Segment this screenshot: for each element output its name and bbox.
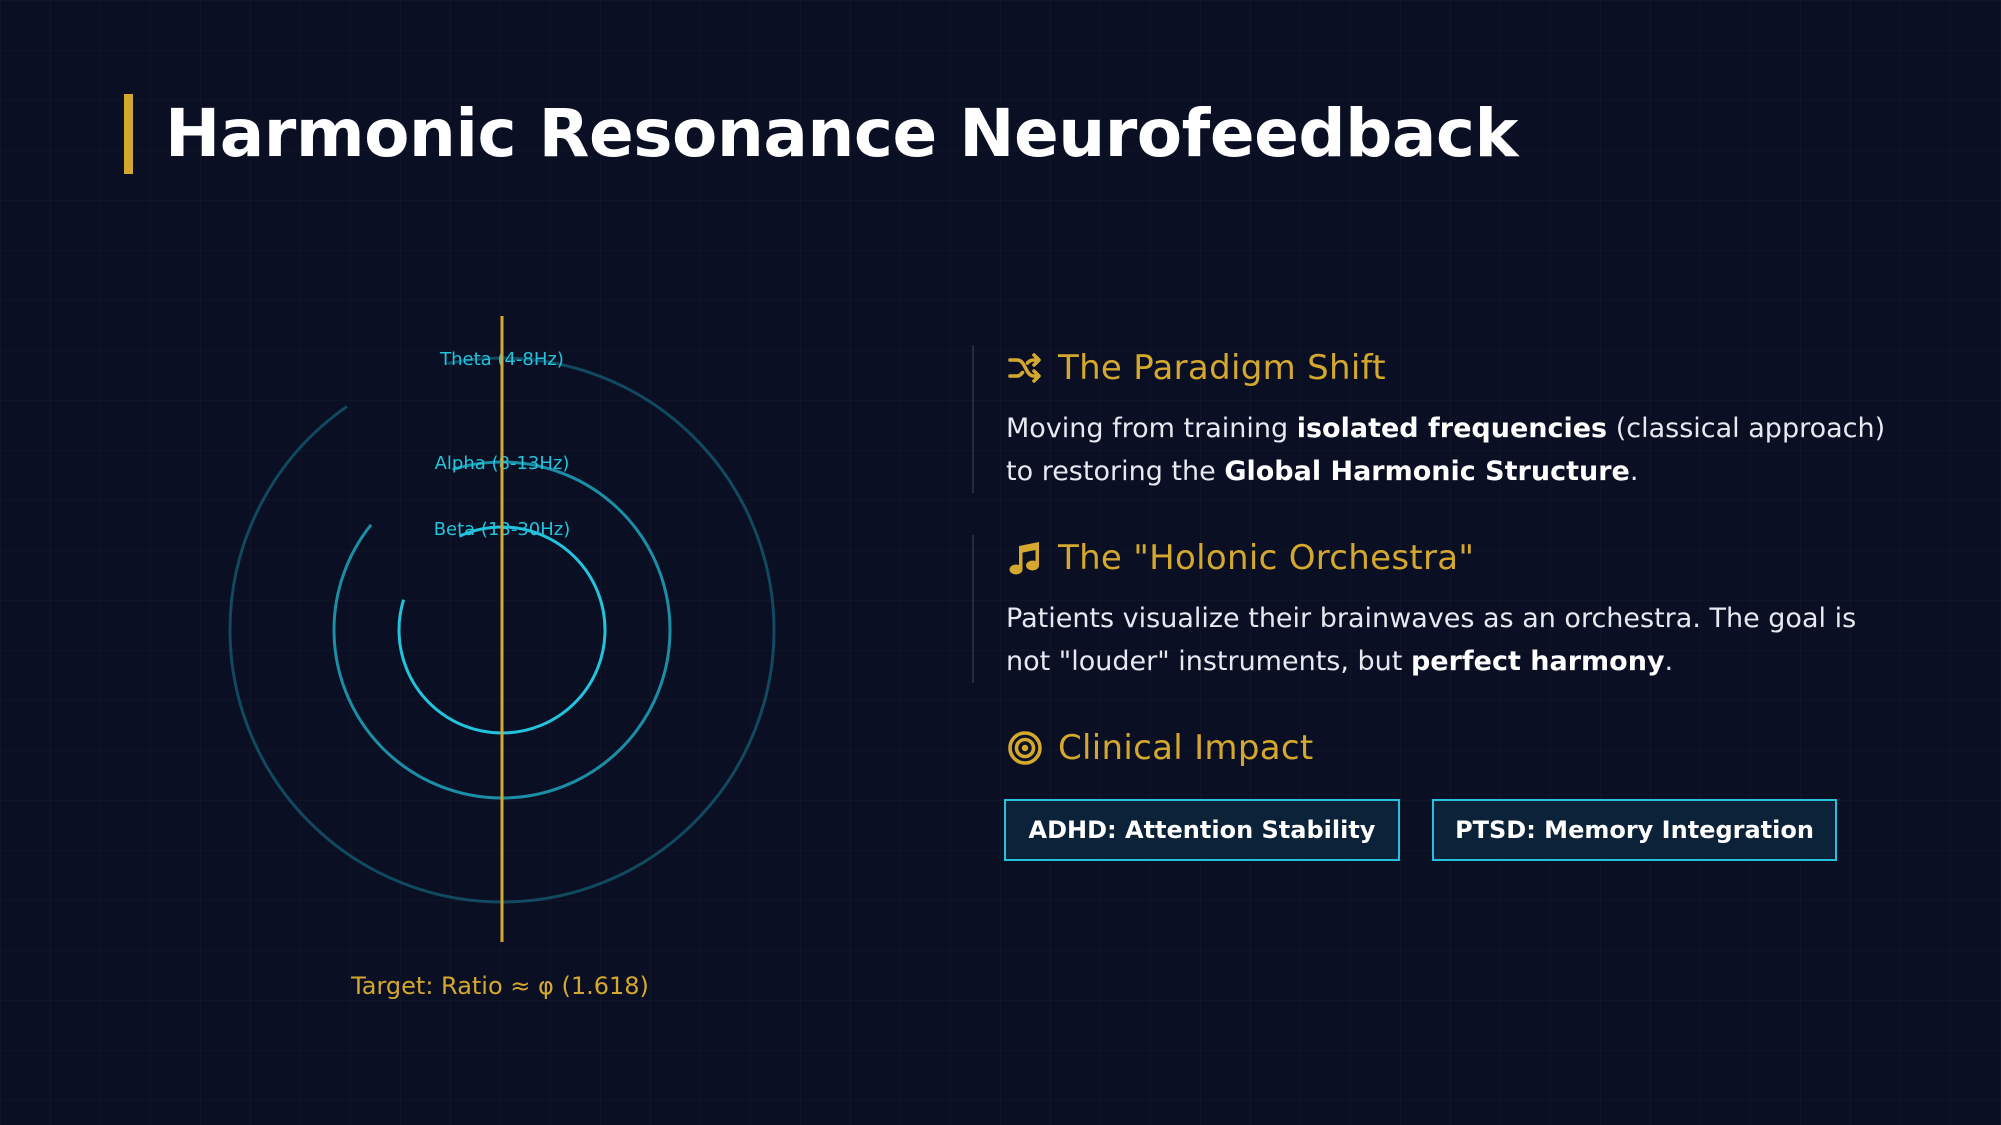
clinical-impact-title: Clinical Impact [1058, 728, 1314, 768]
paradigm-shift-section: The Paradigm Shift Moving from training … [972, 345, 1892, 493]
impact-ptsd-box: PTSD: Memory Integration [1432, 799, 1837, 861]
shuffle-icon [1006, 349, 1044, 387]
target-ratio-label: Target: Ratio ≈ φ (1.618) [351, 972, 649, 1000]
paradigm-bold-2: Global Harmonic Structure [1224, 456, 1630, 487]
holonic-orchestra-header: The "Holonic Orchestra" [1006, 535, 1892, 581]
paradigm-shift-title: The Paradigm Shift [1058, 348, 1386, 388]
paradigm-shift-header: The Paradigm Shift [1006, 345, 1892, 391]
orchestra-text-2: . [1664, 646, 1674, 677]
orchestra-bold-1: perfect harmony [1410, 646, 1665, 677]
clinical-impact-header: Clinical Impact [1006, 725, 1892, 771]
paradigm-text-1: Moving from training [1006, 413, 1297, 444]
clinical-impact-section: Clinical Impact [972, 725, 1892, 771]
impact-adhd-box: ADHD: Attention Stability [1004, 799, 1400, 861]
paradigm-bold-1: isolated frequencies [1296, 413, 1608, 444]
holonic-orchestra-title: The "Holonic Orchestra" [1058, 538, 1475, 578]
music-note-icon [1006, 539, 1044, 577]
target-icon [1006, 729, 1044, 767]
rings-svg: Theta (4-8Hz) Alpha (8-13Hz) Beta (13-30… [228, 316, 776, 942]
clinical-impact-boxes: ADHD: Attention Stability PTSD: Memory I… [1004, 799, 1837, 861]
title-accent-bar [124, 94, 133, 174]
page-title: Harmonic Resonance Neurofeedback [165, 95, 1518, 172]
holonic-orchestra-section: The "Holonic Orchestra" Patients visuali… [972, 535, 1892, 683]
orchestra-text-1: Patients visualize their brainwaves as a… [1006, 603, 1857, 677]
paradigm-text-2: (classical approach) to restoring the [1006, 413, 1886, 487]
paradigm-text-3: . [1629, 456, 1639, 487]
harmonic-rings-diagram: Theta (4-8Hz) Alpha (8-13Hz) Beta (13-30… [200, 300, 800, 1020]
holonic-orchestra-text: Patients visualize their brainwaves as a… [1006, 597, 1892, 683]
paradigm-shift-text: Moving from training isolated frequencie… [1006, 407, 1892, 493]
